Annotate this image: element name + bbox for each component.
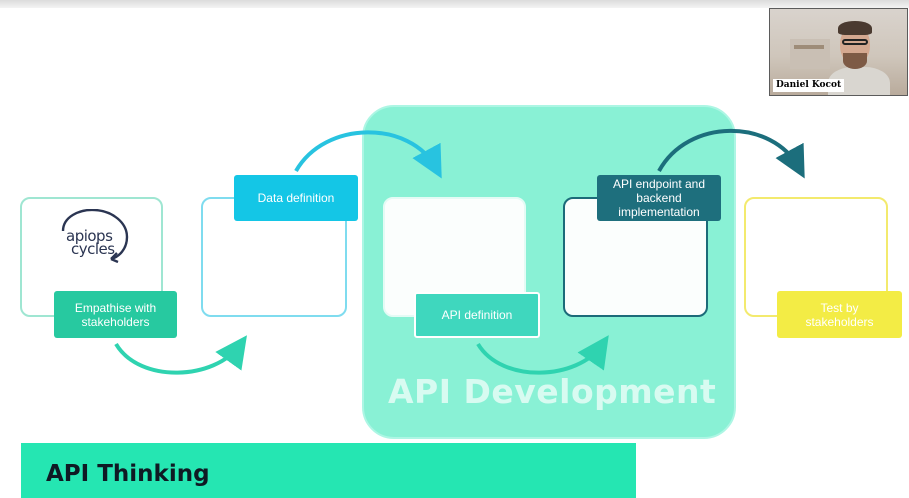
tag-api-definition: API definition [414,292,540,338]
api-thinking-bar: API Thinking [21,443,636,498]
window-top-strip [0,0,909,8]
tag-api-definition-label: API definition [441,308,513,322]
tag-api-endpoint: API endpoint and backend implementation [597,175,721,221]
webcam-background-book [794,45,824,49]
tag-api-endpoint-label: API endpoint and backend implementation [612,177,706,219]
arrow-data-to-api-definition [294,130,442,179]
cycle-arc-icon [61,209,129,263]
arrow-empathise-to-data [114,335,247,375]
tag-empathise-label: Empathise with stakeholders [74,300,157,329]
arrow-api-definition-to-endpoint [476,335,609,375]
webcam-video[interactable]: Daniel Kocot [769,8,908,96]
region-label: API Development [388,372,717,411]
webcam-person-beard [843,53,867,69]
tag-data-definition-label: Data definition [257,191,335,205]
tag-test: Test by stakeholders [777,291,902,338]
tag-data-definition: Data definition [234,175,358,221]
logo-line-1: apiops [66,227,113,245]
tag-test-label: Test by stakeholders [805,300,874,329]
webcam-person-glasses [842,39,868,45]
webcam-person-hair [838,21,872,35]
apiops-cycles-logo: apiops cycles [57,209,133,263]
api-thinking-title: API Thinking [46,461,210,487]
tag-empathise: Empathise with stakeholders [54,291,177,338]
webcam-background-shelf [790,39,830,69]
arrow-endpoint-to-test [657,128,805,179]
webcam-name-label: Daniel Kocot [773,79,845,92]
logo-line-2: cycles [71,240,115,258]
